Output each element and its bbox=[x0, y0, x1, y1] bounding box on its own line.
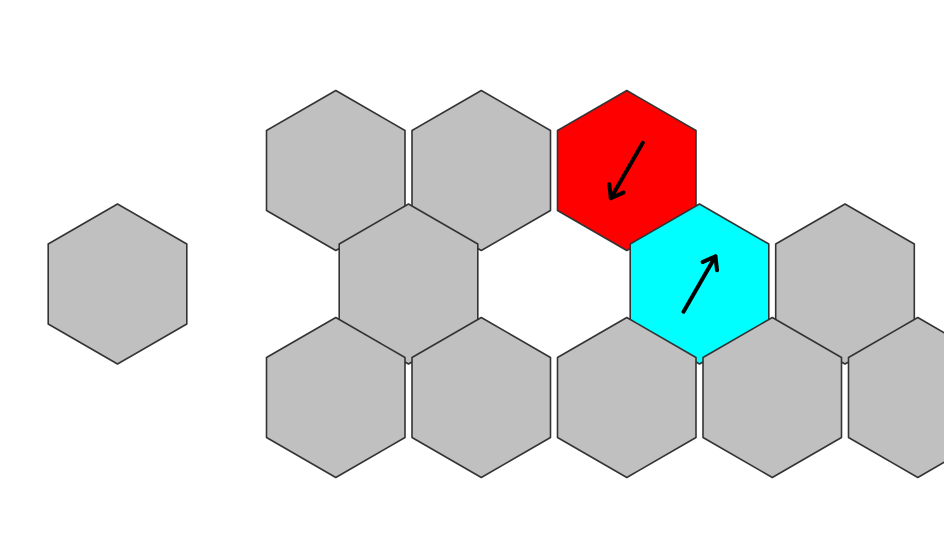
hex-tile-empty-t10[interactable] bbox=[556, 316, 697, 479]
hex-tile-empty-t9[interactable] bbox=[411, 316, 552, 479]
arrow-head bbox=[607, 182, 626, 201]
hex-tile-empty-t7[interactable] bbox=[774, 203, 916, 365]
arrow-shaft bbox=[681, 254, 718, 314]
hex-tile-empty-t11[interactable] bbox=[702, 316, 843, 479]
hex-tile-empty-t5[interactable] bbox=[338, 203, 479, 365]
hex-tile-empty-t12[interactable] bbox=[847, 316, 944, 479]
arrow-head bbox=[700, 254, 719, 273]
arrow-shaft bbox=[608, 140, 645, 201]
hex-tile-empty-t8[interactable] bbox=[265, 316, 406, 479]
hex-tiles bbox=[47, 89, 944, 479]
hex-tile-empty-t1[interactable] bbox=[265, 89, 406, 252]
hex-tile-empty-t2[interactable] bbox=[411, 89, 552, 252]
arrow-down-left-icon bbox=[607, 140, 645, 201]
arrow-up-right-icon bbox=[681, 254, 719, 314]
hex-tile-empty-t4[interactable] bbox=[47, 203, 188, 365]
direction-arrows bbox=[607, 140, 719, 314]
